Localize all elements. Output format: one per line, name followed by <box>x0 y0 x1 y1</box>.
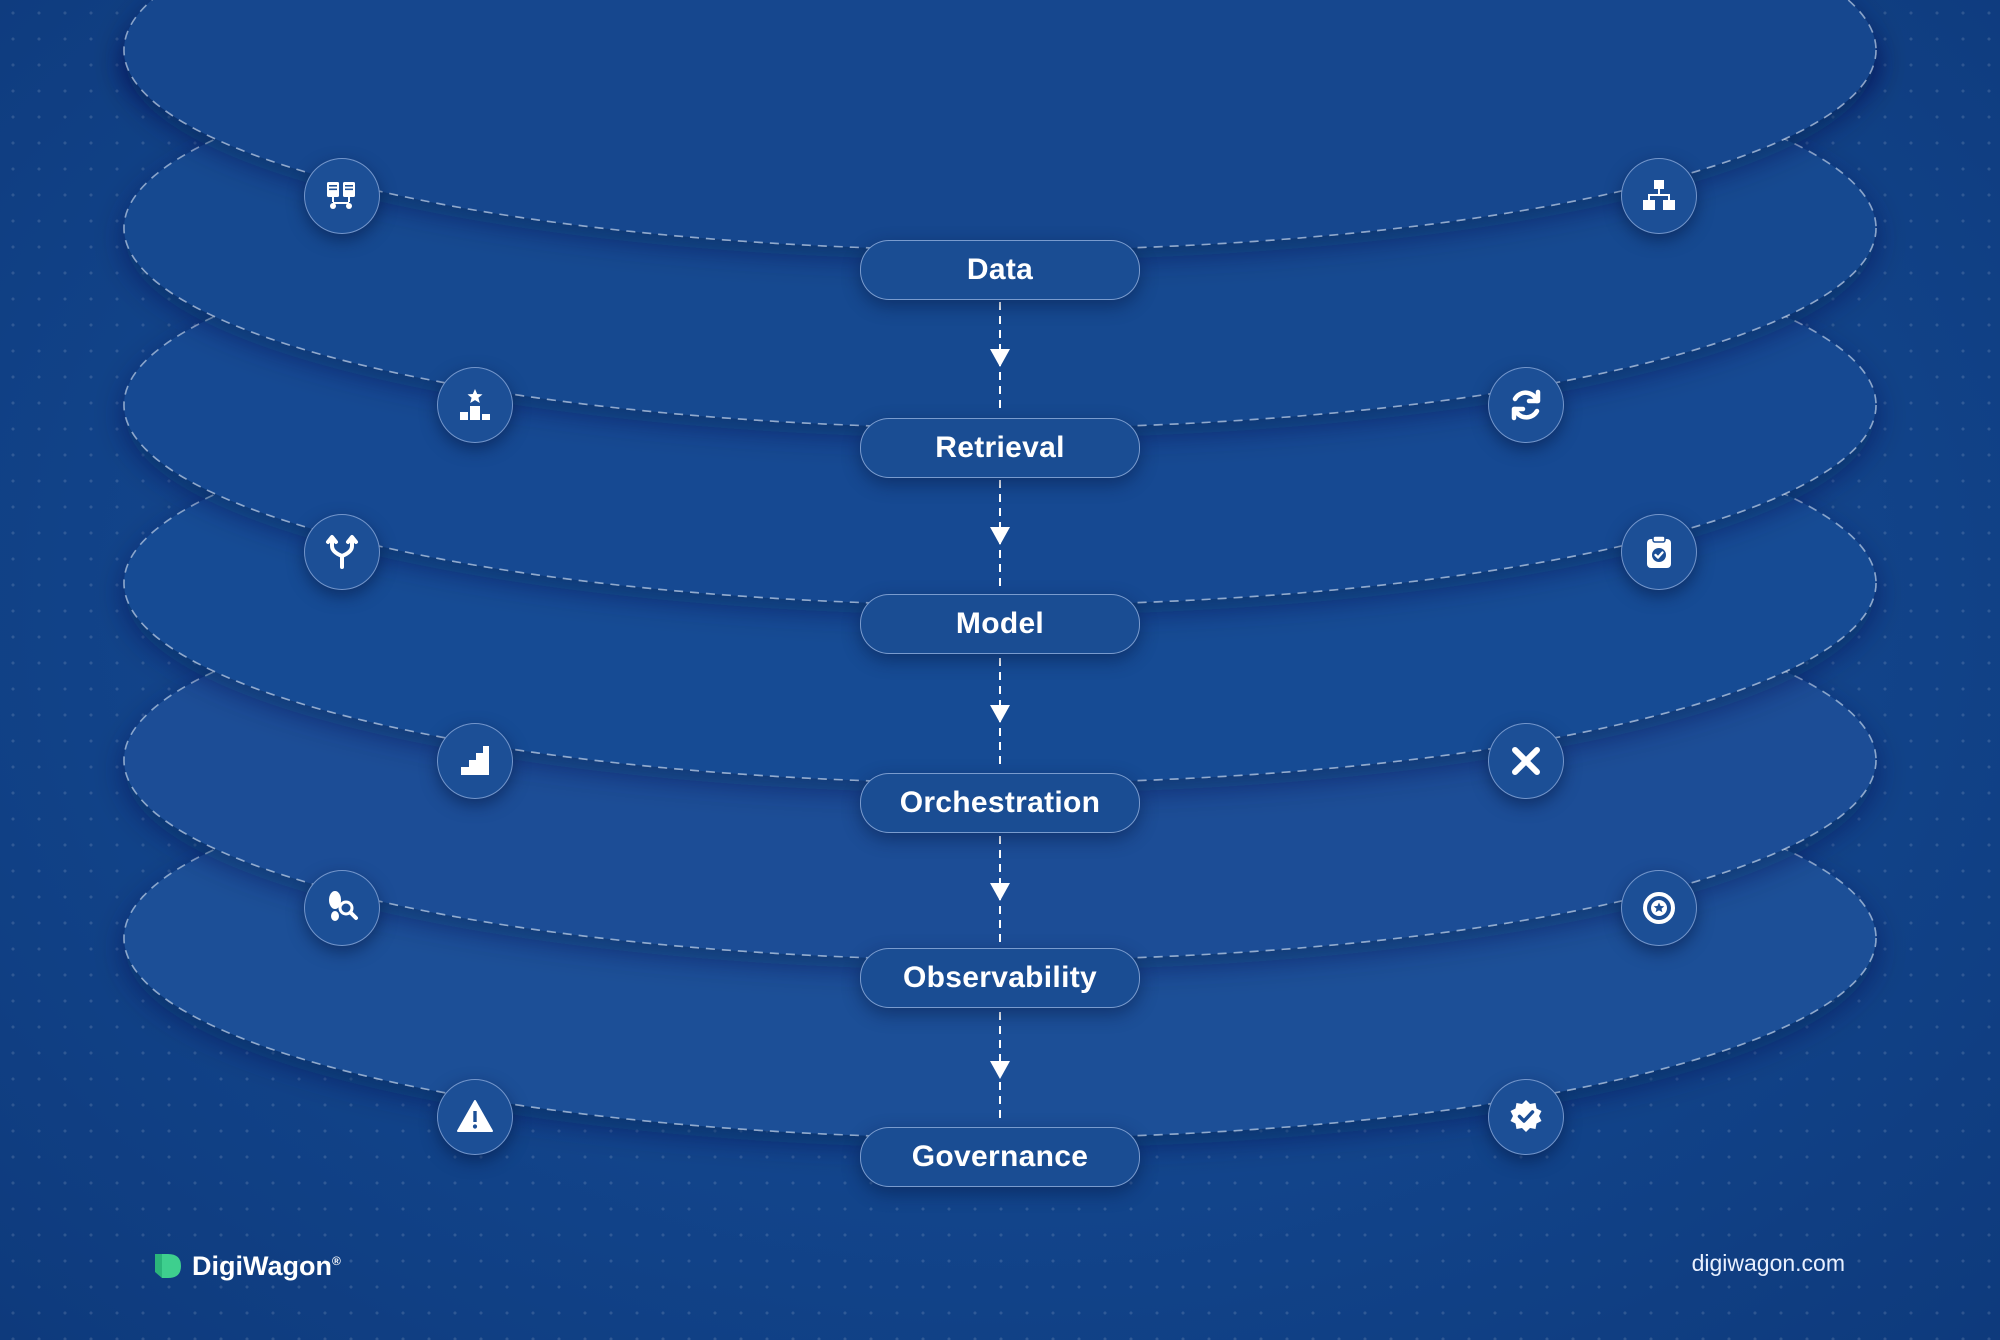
footprint-search-icon <box>304 870 380 946</box>
layer-label: Model <box>955 607 1045 640</box>
website-link[interactable]: digiwagon.com <box>1691 1250 1845 1276</box>
clipboard-check-icon <box>1621 514 1697 590</box>
star-badge-icon <box>1621 870 1697 946</box>
document-flow-icon <box>304 158 380 234</box>
brand-name: DigiWagon® <box>192 1251 341 1282</box>
stairs-icon <box>437 723 513 799</box>
layer-label: Data <box>966 253 1034 286</box>
brand-logo[interactable]: DigiWagon® <box>152 1250 341 1282</box>
layer-pill-observability[interactable]: Observability <box>860 948 1140 1008</box>
merge-arrows-icon <box>304 514 380 590</box>
warning-icon <box>437 1079 513 1155</box>
close-icon[interactable] <box>1488 723 1564 799</box>
layer-pill-retrieval[interactable]: Retrieval <box>860 418 1140 478</box>
sync-arrows-icon <box>1488 367 1564 443</box>
layer-label: Retrieval <box>935 431 1065 464</box>
brand-name-text: DigiWagon <box>192 1250 332 1281</box>
layer-pill-model[interactable]: Model <box>860 594 1140 654</box>
verified-badge-icon <box>1488 1079 1564 1155</box>
ranking-podium-icon <box>437 367 513 443</box>
layer-label: Observability <box>903 961 1097 994</box>
layer-pill-data[interactable]: Data <box>860 240 1140 300</box>
layer-pill-governance[interactable]: Governance <box>860 1127 1140 1187</box>
layer-label: Orchestration <box>899 786 1101 819</box>
digiwagon-logo-icon <box>155 1254 181 1278</box>
hierarchy-icon <box>1621 158 1697 234</box>
registered-mark: ® <box>331 1253 341 1268</box>
connector-arrowheads <box>990 349 1010 1079</box>
layer-label: Governance <box>911 1140 1089 1173</box>
layer-pill-orchestration[interactable]: Orchestration <box>860 773 1140 833</box>
